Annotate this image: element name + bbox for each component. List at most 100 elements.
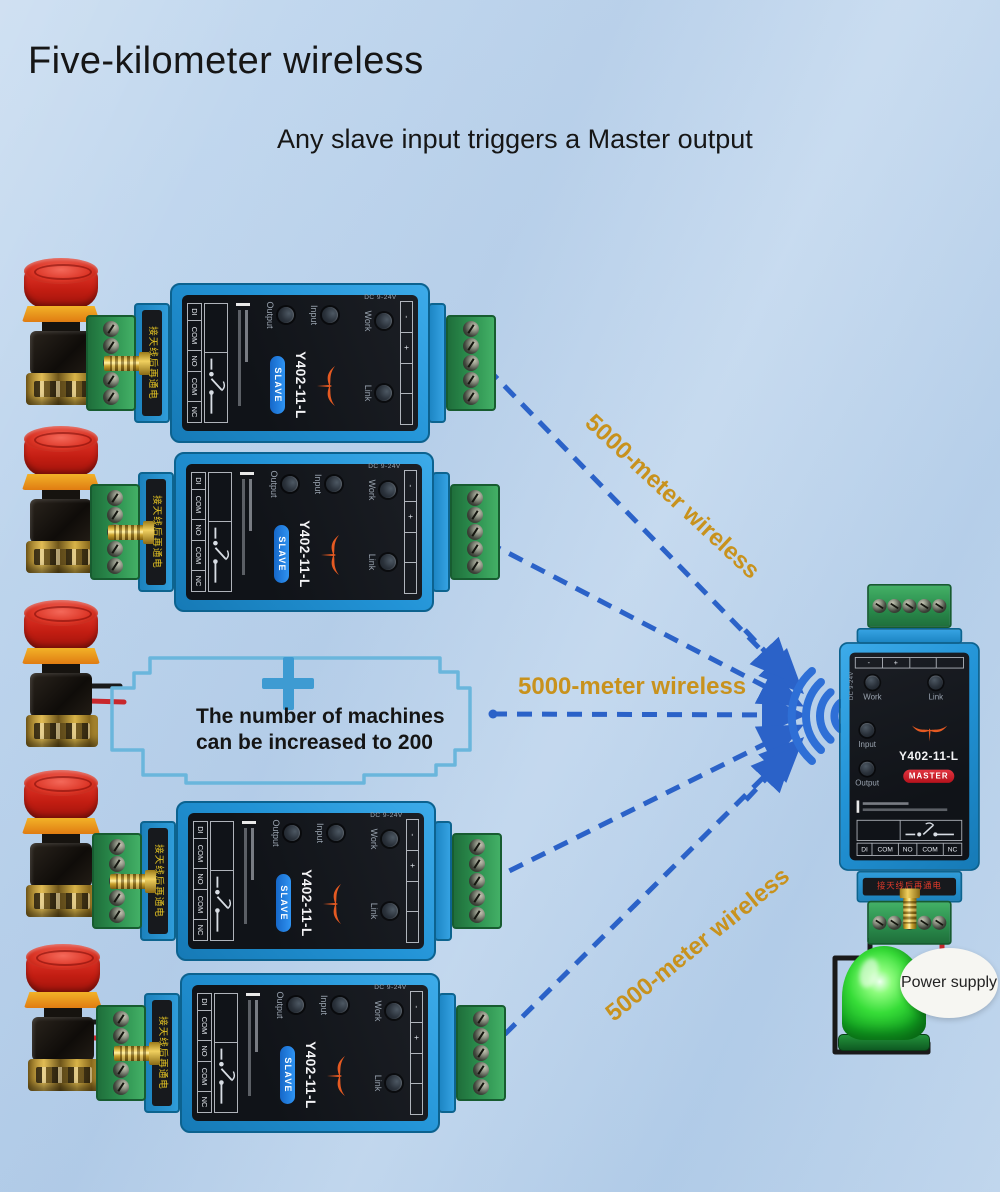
terminal-block	[446, 315, 496, 411]
page-title: Five-kilometer wireless	[28, 40, 424, 82]
relay-contact-diagram	[856, 819, 963, 841]
input-led	[328, 825, 344, 841]
input-led-label: Input	[315, 822, 325, 844]
link-led	[380, 554, 396, 570]
terminal-label: NC	[943, 842, 963, 856]
spec-text-lines	[234, 303, 250, 423]
output-led	[284, 825, 300, 841]
polarity-plus: +	[400, 332, 413, 364]
wifi-signal-icon	[787, 667, 844, 765]
work-led-label: Work	[863, 692, 882, 702]
slave-badge: SLAVE	[276, 874, 291, 932]
terminal-screw	[473, 1011, 489, 1027]
work-led	[376, 313, 392, 329]
eagle-logo-icon	[909, 723, 949, 744]
terminal-screw	[467, 490, 483, 506]
model-number: Y402-11-L	[293, 351, 308, 419]
sma-antenna-connector	[899, 888, 920, 929]
terminal-screw	[473, 1028, 489, 1044]
eagle-logo-icon	[320, 881, 344, 927]
polarity-minus: -	[410, 991, 423, 1023]
polarity-minus: -	[406, 819, 419, 851]
sma-antenna-connector	[104, 356, 150, 371]
polarity-plus: +	[882, 657, 910, 669]
terminal-screw	[469, 907, 485, 923]
input-led	[332, 997, 348, 1013]
relay-contact-diagram	[204, 303, 228, 423]
terminal-labels: DI COM NO COM NC	[856, 842, 963, 856]
work-led-label: Work	[367, 479, 377, 501]
relay-contact-diagram	[210, 821, 234, 941]
strip-cell	[406, 912, 419, 943]
terminal-screw	[113, 1079, 129, 1095]
emergency-stop-button	[10, 942, 122, 1112]
link-led-label: Link	[373, 1074, 383, 1092]
terminal-screw	[109, 890, 125, 906]
polarity-strip: - +	[410, 991, 423, 1115]
terminal-labels: DI COM NO COM NC	[193, 821, 208, 941]
work-led-label: Work	[373, 1000, 383, 1022]
terminal-screw	[473, 1079, 489, 1095]
terminal-label: DI	[856, 842, 873, 856]
polarity-minus: -	[400, 301, 413, 333]
slave-badge: SLAVE	[270, 356, 285, 414]
slave-badge: SLAVE	[274, 525, 289, 583]
terminal-screw	[473, 1062, 489, 1078]
terminal-screw	[902, 598, 917, 614]
terminal-label: NO	[898, 842, 918, 856]
power-supply-callout: Power supply	[900, 948, 998, 1018]
terminal-label: COM	[197, 1062, 212, 1092]
spec-text-lines	[244, 993, 260, 1113]
terminal-screw	[109, 839, 125, 855]
terminal-label: NO	[193, 869, 208, 890]
terminal-screw	[467, 558, 483, 574]
link-led	[386, 1075, 402, 1091]
terminal-label: DI	[197, 993, 212, 1011]
sma-antenna-connector	[110, 874, 156, 889]
terminal-label: NC	[187, 402, 202, 423]
input-led	[326, 476, 342, 492]
polarity-plus: +	[406, 850, 419, 882]
terminal-label: NO	[187, 351, 202, 372]
module-faceplate: - + DC 9-24V Work Link Input Output Y402…	[186, 463, 422, 600]
terminal-label: COM	[187, 321, 202, 351]
work-led	[382, 831, 398, 847]
emergency-stop-button	[8, 424, 120, 594]
terminal-screw	[107, 541, 123, 557]
terminal-screw	[469, 839, 485, 855]
expansion-note: The number of machines can be increased …	[196, 705, 445, 755]
work-led-label: Work	[363, 310, 373, 332]
slave-device-3: - + DC 9-24V Work Link Input Output Y402…	[92, 799, 502, 963]
plus-icon	[262, 657, 314, 710]
terminal-screw	[103, 389, 119, 405]
polarity-minus: -	[404, 470, 417, 502]
eagle-logo-icon	[324, 1053, 348, 1099]
output-led-label: Output	[271, 819, 281, 847]
relay-contact-diagram	[208, 472, 232, 592]
terminal-screw	[103, 338, 119, 354]
polarity-plus: +	[410, 1022, 423, 1054]
slave-device-1: - + DC 9-24V Work Link Input Output Y402…	[86, 281, 496, 445]
output-led-label: Output	[265, 301, 275, 329]
terminal-screw	[473, 1045, 489, 1061]
terminal-screw	[113, 1028, 129, 1044]
terminal-screw	[107, 507, 123, 523]
slave-badge: SLAVE	[280, 1046, 295, 1104]
work-led-label: Work	[369, 828, 379, 850]
warning-text: 接天线后再通电	[862, 877, 957, 896]
terminal-screw	[467, 541, 483, 557]
terminal-screw	[887, 598, 902, 614]
terminal-screw	[113, 1011, 129, 1027]
link-led-label: Link	[928, 692, 944, 702]
terminal-screw	[887, 915, 902, 930]
terminal-screw	[463, 372, 479, 388]
terminal-screw	[107, 558, 123, 574]
relay-contact-diagram	[214, 993, 238, 1113]
wireless-distance-label-middle: 5000-meter wireless	[518, 673, 747, 700]
polarity-strip: - +	[406, 819, 419, 943]
spec-text-lines	[238, 472, 254, 592]
slave-module: - + DC 9-24V Work Link Input Output Y402…	[86, 283, 496, 443]
master-badge: MASTER	[903, 769, 955, 783]
input-led-label: Input	[858, 739, 876, 749]
terminal-label: COM	[872, 842, 899, 856]
